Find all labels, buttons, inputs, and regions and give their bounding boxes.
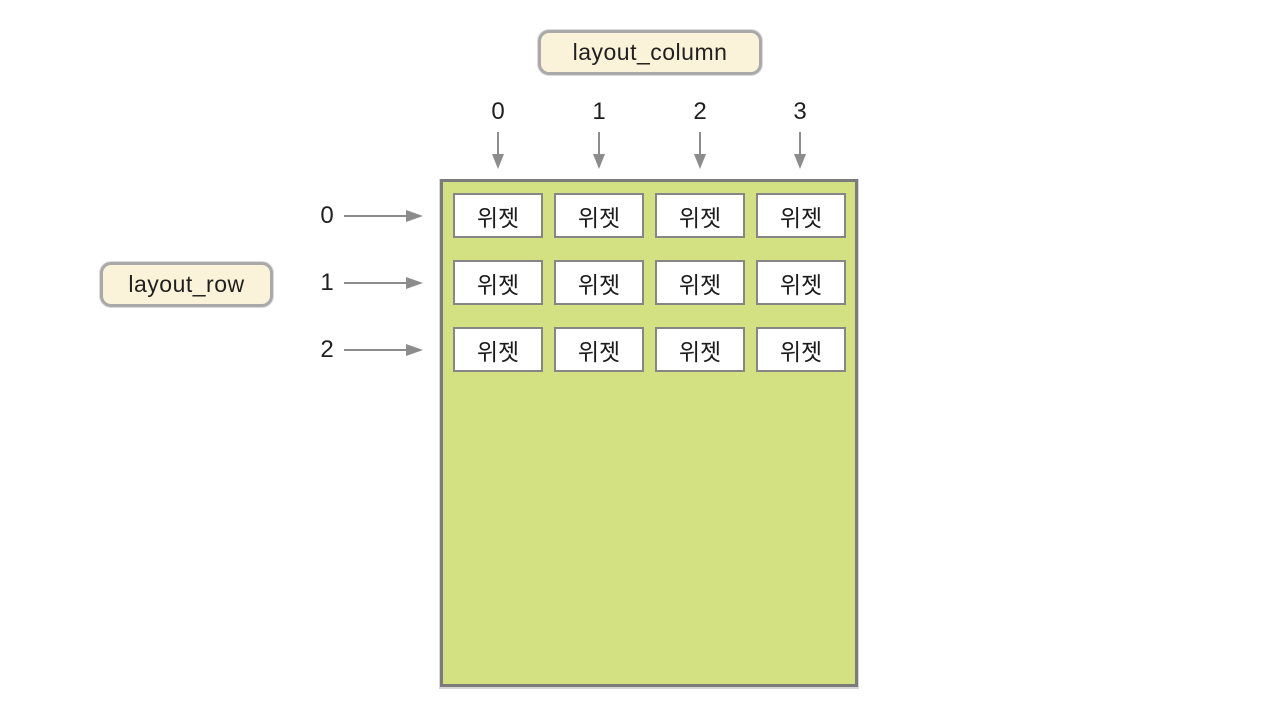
- arrow-down-icon: [591, 132, 607, 170]
- layout-row-label-text: layout_row: [128, 271, 245, 297]
- arrow-right-icon: [344, 275, 424, 291]
- widget-cell-r0c2: 위젯: [655, 193, 745, 238]
- arrow-down-icon: [792, 132, 808, 170]
- widget-cell-r1c2: 위젯: [655, 260, 745, 305]
- column-index-2: 2: [693, 98, 707, 125]
- widget-cell-r2c0: 위젯: [453, 327, 543, 372]
- grid-container: 위젯 위젯 위젯 위젯 위젯 위젯 위젯 위젯 위젯 위젯 위젯 위젯: [440, 179, 858, 687]
- arrow-right-icon: [344, 342, 424, 358]
- layout-row-label: layout_row: [100, 262, 273, 307]
- column-index-3: 3: [793, 98, 807, 125]
- layout-column-label-text: layout_column: [572, 39, 728, 65]
- widget-cell-r1c0: 위젯: [453, 260, 543, 305]
- arrow-right-icon: [344, 208, 424, 224]
- widget-cell-r2c1: 위젯: [554, 327, 644, 372]
- arrow-down-icon: [692, 132, 708, 170]
- widget-cell-r2c2: 위젯: [655, 327, 745, 372]
- column-index-1: 1: [592, 98, 606, 125]
- row-index-1: 1: [320, 269, 334, 296]
- layout-column-label: layout_column: [538, 30, 762, 75]
- row-index-0: 0: [320, 202, 334, 229]
- widget-cell-r0c3: 위젯: [756, 193, 846, 238]
- arrow-down-icon: [490, 132, 506, 170]
- widget-cell-r1c3: 위젯: [756, 260, 846, 305]
- row-index-2: 2: [320, 336, 334, 363]
- widget-cell-r1c1: 위젯: [554, 260, 644, 305]
- widget-cell-r2c3: 위젯: [756, 327, 846, 372]
- widget-cell-r0c1: 위젯: [554, 193, 644, 238]
- widget-cell-r0c0: 위젯: [453, 193, 543, 238]
- column-index-0: 0: [491, 98, 505, 125]
